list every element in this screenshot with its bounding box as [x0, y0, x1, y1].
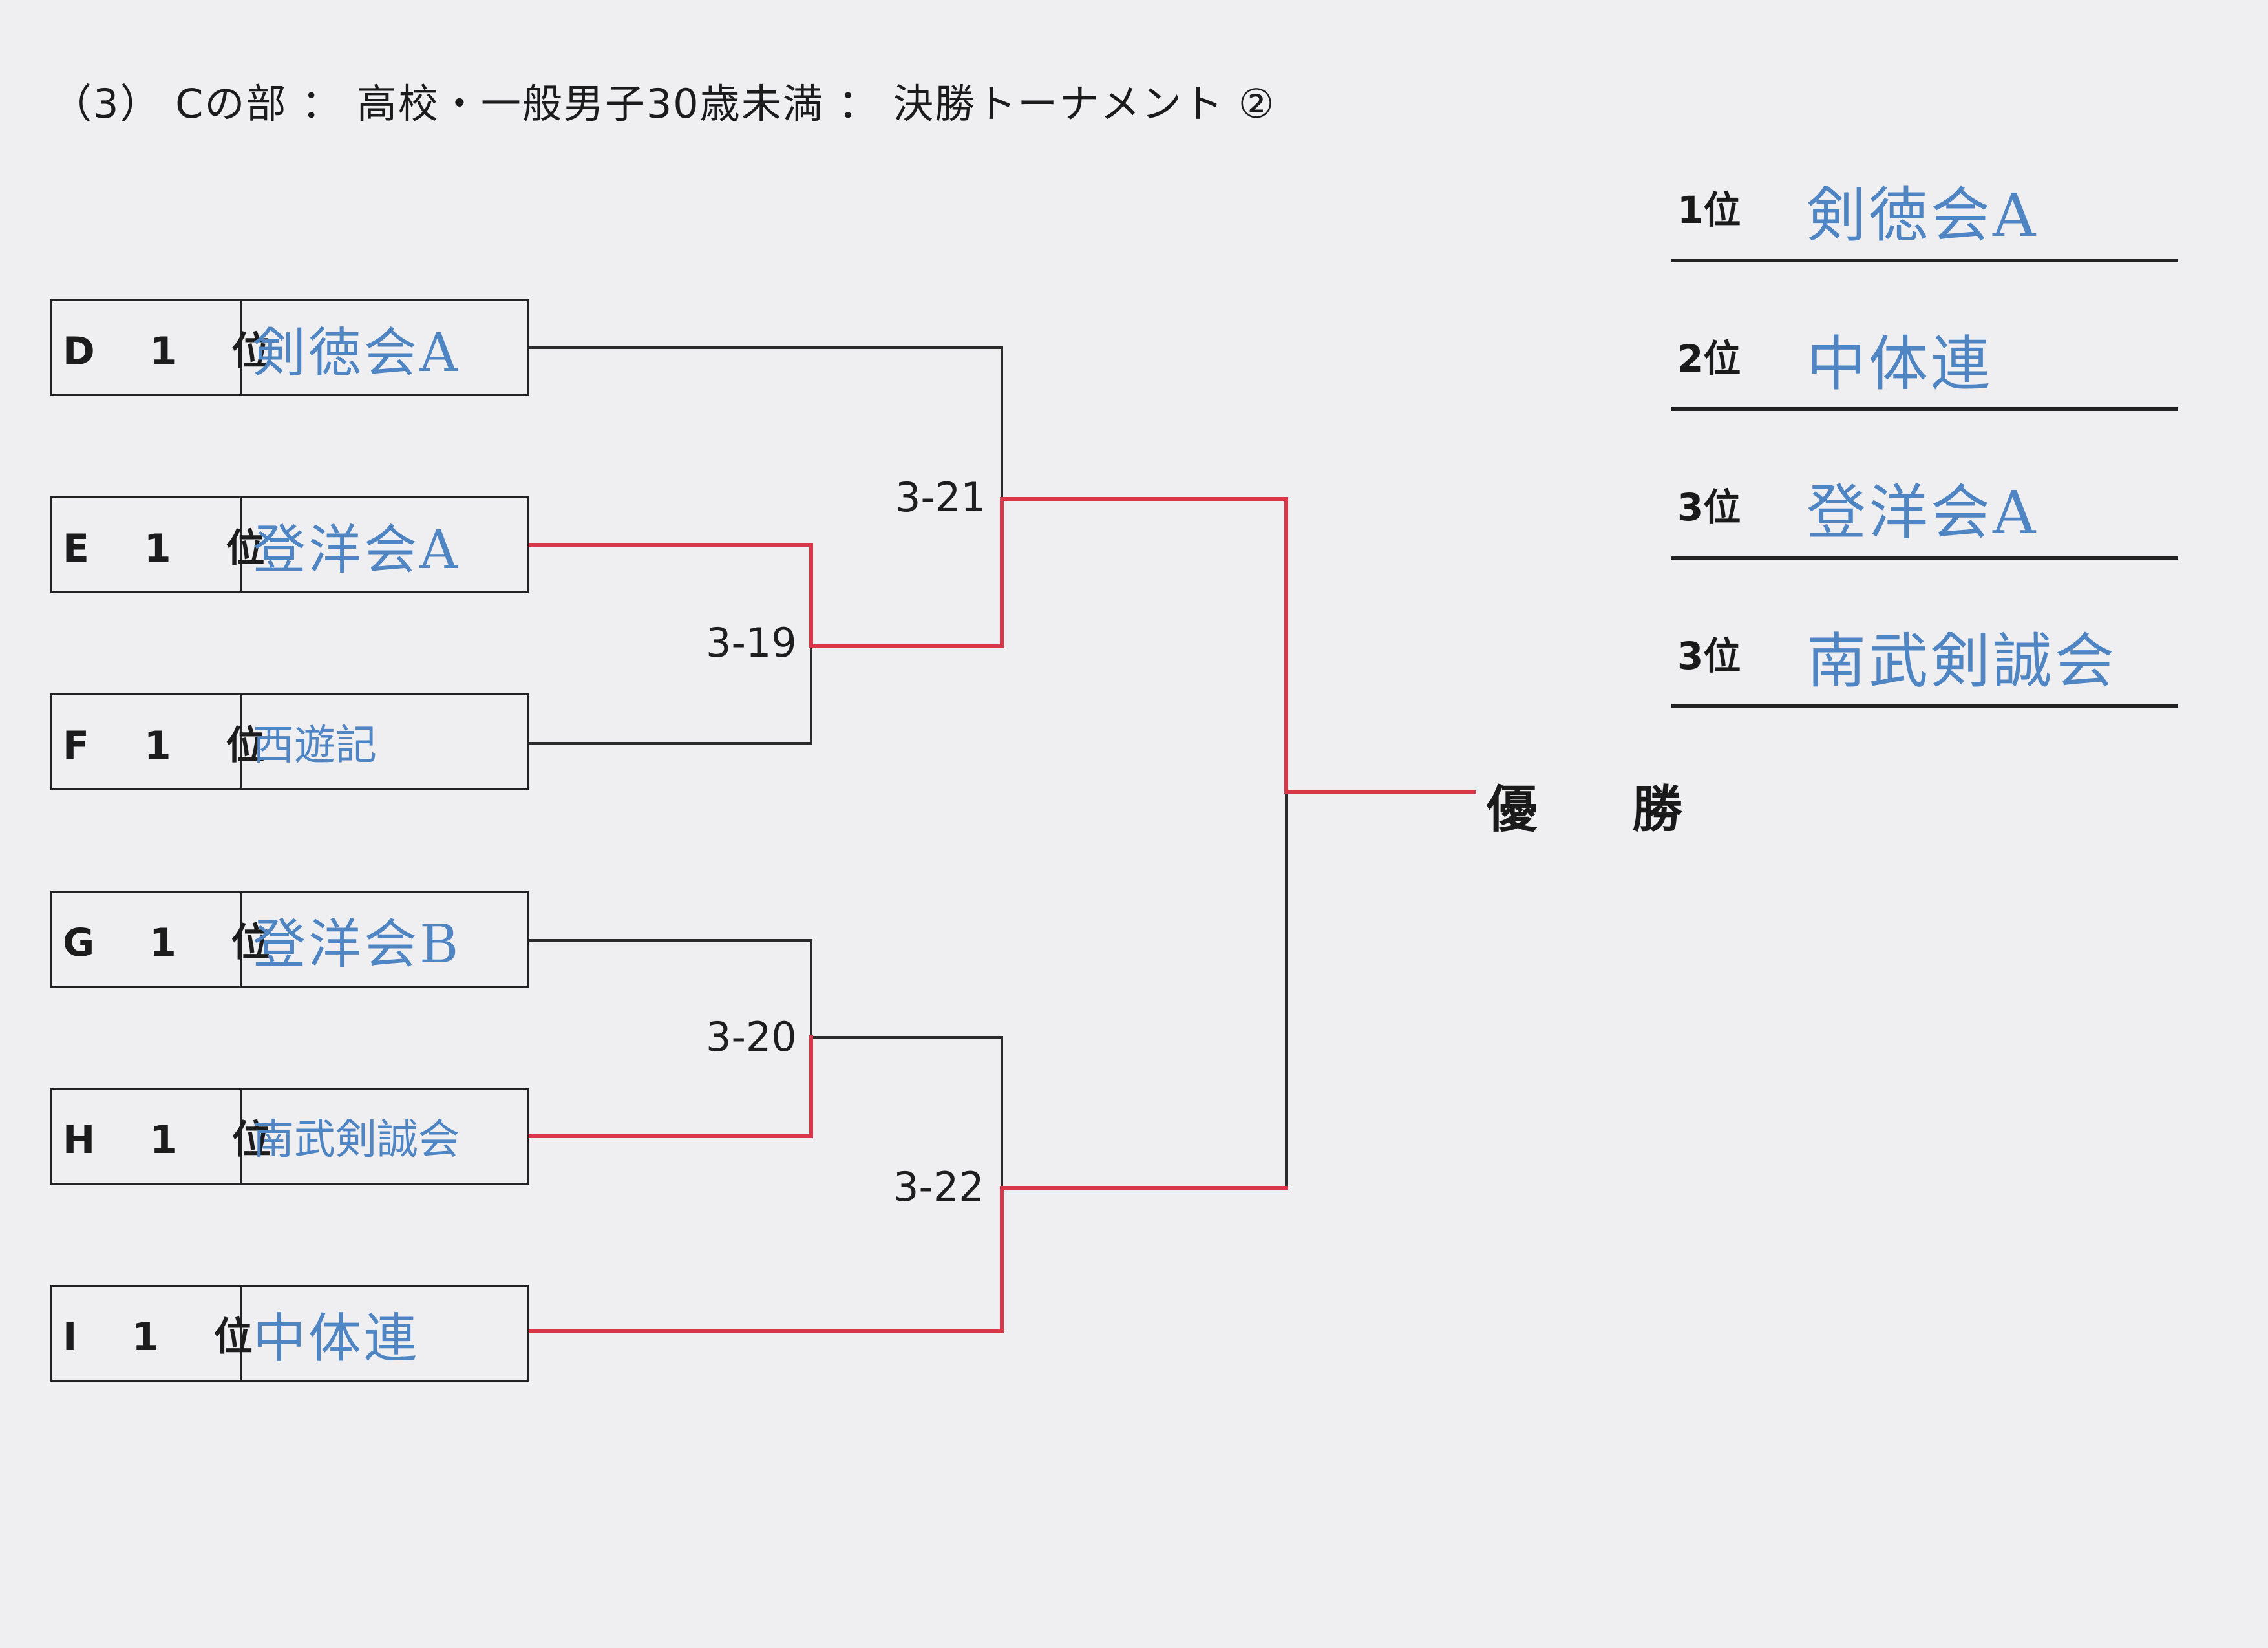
- entry-label: D 1 位: [52, 301, 270, 394]
- result-2: 2位 中体連: [1671, 320, 2178, 411]
- result-rank: 2位: [1677, 337, 1741, 381]
- entry-f: F 1 位 西遊記: [50, 693, 529, 790]
- entry-label: F 1 位: [52, 695, 265, 788]
- match-3-20: 3-20: [706, 1013, 797, 1061]
- result-1: 1位 剣徳会A: [1671, 171, 2178, 262]
- result-rank: 3位: [1677, 634, 1741, 678]
- entry-team: 南武剣誠会: [253, 1116, 460, 1164]
- entry-e: E 1 位 登洋会A: [50, 496, 529, 593]
- entry-label: H 1 位: [52, 1090, 271, 1183]
- bracket-line-f: [527, 645, 812, 745]
- entry-i: I 1 位 中体連: [50, 1285, 529, 1382]
- entry-label: E 1 位: [52, 498, 265, 591]
- result-rank: 3位: [1677, 485, 1741, 529]
- result-team: 剣徳会A: [1807, 181, 2039, 250]
- result-3a: 3位 登洋会A: [1671, 469, 2178, 560]
- entry-team: 登洋会A: [253, 519, 461, 581]
- result-team: 登洋会A: [1807, 478, 2039, 547]
- result-team: 中体連: [1807, 330, 1993, 399]
- entry-g: G 1 位 登洋会B: [50, 891, 529, 988]
- champion-label: 優 勝: [1487, 781, 1722, 839]
- result-3b: 3位 南武剣誠会: [1671, 617, 2178, 708]
- bracket-line-d: [527, 346, 1003, 500]
- entry-team: 西遊記: [253, 722, 377, 770]
- entry-team: 登洋会B: [253, 913, 461, 975]
- result-team: 南武剣誠会: [1807, 627, 2117, 696]
- winner-line-i: [527, 1186, 1288, 1333]
- entry-team: 中体連: [253, 1307, 420, 1369]
- entry-label: I 1 位: [52, 1287, 253, 1380]
- winner-line-h: [527, 1035, 813, 1138]
- result-rank: 1位: [1677, 188, 1741, 232]
- match-3-19: 3-19: [706, 619, 797, 666]
- entry-h: H 1 位 南武剣誠会: [50, 1088, 529, 1185]
- entry-team: 剣徳会A: [253, 322, 461, 384]
- match-3-21: 3-21: [895, 474, 986, 521]
- entry-d: D 1 位 剣徳会A: [50, 299, 529, 396]
- page-title: （3） Cの部 ： 高校・一般男子30歳未満 ： 決勝トーナメント ②: [52, 80, 1276, 127]
- entry-label: G 1 位: [52, 893, 270, 986]
- match-3-22: 3-22: [893, 1163, 984, 1210]
- winner-line-e: [527, 497, 1476, 794]
- bracket-line-3-20-loser: [810, 1036, 1003, 1189]
- bracket-line-g: [527, 939, 812, 1039]
